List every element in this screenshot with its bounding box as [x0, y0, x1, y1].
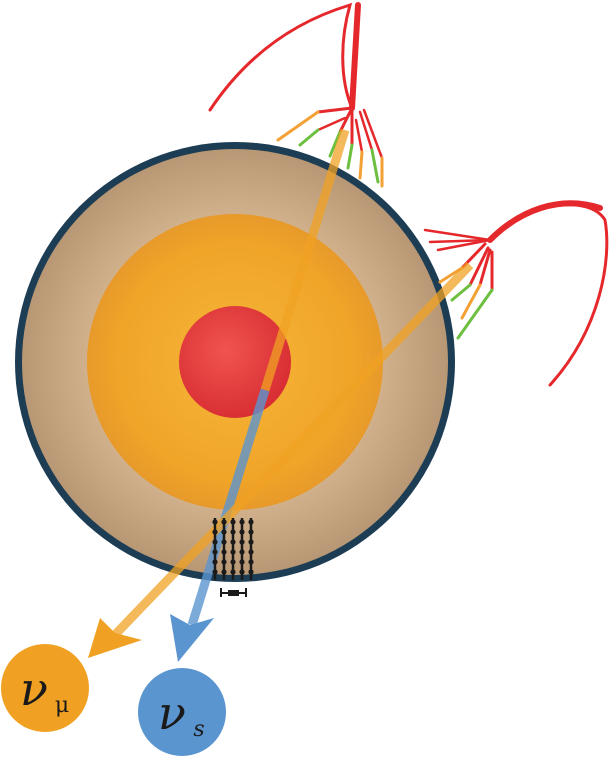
detector-array [212, 518, 254, 597]
cosmic-ray-arc-top [208, 2, 354, 112]
neutrino-track-top [187, 128, 350, 627]
cosmic-ray-arc-right [488, 203, 609, 387]
muon-neutrino-arrowhead [88, 618, 142, 658]
cosmic-ray-shower-top [208, 2, 384, 188]
sterile-neutrino-symbol: ν [158, 686, 186, 740]
muon-neutrino-subscript: μ [55, 693, 69, 718]
muon-neutrino-badge: ν μ [1, 644, 89, 732]
sterile-neutrino-arrowhead [170, 614, 214, 662]
sterile-neutrino-badge: ν s [138, 668, 226, 756]
earth [15, 142, 455, 582]
neutrino-track-right [106, 261, 474, 644]
muon-neutrino-symbol: ν [20, 662, 48, 716]
cosmic-ray-shower-right [423, 200, 609, 387]
sterile-neutrino-subscript: s [193, 717, 204, 742]
detector-base [220, 588, 247, 597]
